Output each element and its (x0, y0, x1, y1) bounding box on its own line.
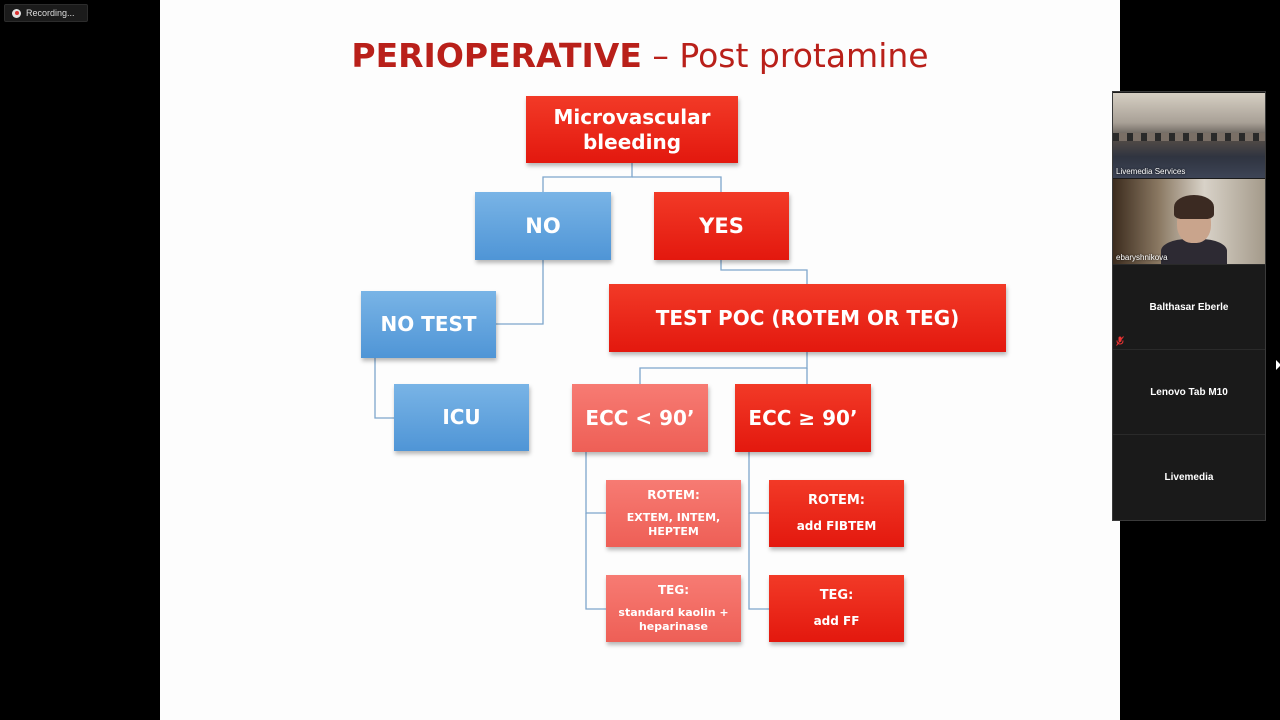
participant-tile-livemedia[interactable]: Livemedia (1113, 434, 1265, 519)
record-icon (12, 8, 21, 18)
rotem-left-title: ROTEM: (647, 488, 700, 503)
box-teg-ff: TEG: add FF (769, 575, 904, 642)
teg-right-body: add FF (813, 614, 860, 629)
video-tile-ebaryshnikova[interactable]: ebaryshnikova (1113, 179, 1265, 264)
participant-name: Lenovo Tab M10 (1150, 386, 1228, 398)
box-icu: ICU (394, 384, 529, 451)
box-ecc-ge-90: ECC ≥ 90’ (735, 384, 871, 452)
box-rotem-fibtem: ROTEM: add FIBTEM (769, 480, 904, 547)
box-ecc-less-90: ECC < 90’ (572, 384, 708, 452)
rotem-left-body: EXTEM, INTEM, HEPTEM (626, 511, 721, 538)
box-teg-kaolin-heparinase: TEG: standard kaolin + heparinase (606, 575, 741, 642)
teg-left-title: TEG: (657, 583, 690, 598)
box-microvascular-bleeding: Microvascular bleeding (526, 96, 738, 163)
teg-right-title: TEG: (819, 587, 854, 603)
person-hair (1174, 195, 1214, 219)
connector-ecc-lt-teg (585, 513, 606, 610)
participant-name: Balthasar Eberle (1149, 301, 1229, 313)
shared-slide: PERIOPERATIVE – Post protamine Microvasc… (160, 0, 1120, 720)
connector-test-ecc-lt (639, 352, 808, 384)
box-test-poc: TEST POC (ROTEM OR TEG) (609, 284, 1006, 352)
participant-tile-lenovo-tab[interactable]: Lenovo Tab M10 (1113, 349, 1265, 434)
video-tile-name: ebaryshnikova (1116, 253, 1168, 262)
muted-mic-icon (1116, 336, 1124, 349)
video-tile-livemedia-services[interactable]: Livemedia Services (1113, 93, 1265, 178)
mouse-cursor-icon (1276, 360, 1280, 370)
video-tile-name: Livemedia Services (1116, 167, 1186, 176)
rotem-right-title: ROTEM: (808, 492, 865, 508)
box-yes: YES (654, 192, 789, 260)
connector-no-notest (496, 260, 544, 325)
box-no: NO (475, 192, 611, 260)
person-body (1161, 239, 1227, 264)
slide-title: PERIOPERATIVE – Post protamine (351, 36, 929, 75)
recording-label: Recording... (26, 8, 75, 18)
connector-yes-test (720, 260, 808, 284)
recording-indicator[interactable]: Recording... (4, 4, 88, 22)
connector-bleeding-no (542, 163, 633, 192)
connector-bleeding-yes (632, 176, 722, 192)
connector-ecc-ge-teg (748, 513, 769, 610)
participants-panel: Livemedia Services ebaryshnikova Balthas… (1112, 91, 1266, 521)
participant-name: Livemedia (1164, 471, 1214, 483)
box-rotem-extem-intem: ROTEM: EXTEM, INTEM, HEPTEM (606, 480, 741, 547)
connector-notest-icu (374, 358, 394, 419)
participant-tile-balthasar-eberle[interactable]: Balthasar Eberle (1113, 264, 1265, 349)
teg-left-body: standard kaolin + heparinase (618, 606, 729, 633)
box-no-test: NO TEST (361, 291, 496, 358)
connector-ecc-lt-rotem (585, 452, 606, 514)
flowchart-connectors (374, 163, 808, 610)
connector-ecc-ge-rotem (748, 452, 769, 514)
rotem-right-body: add FIBTEM (796, 519, 877, 534)
conference-table (1113, 133, 1265, 141)
